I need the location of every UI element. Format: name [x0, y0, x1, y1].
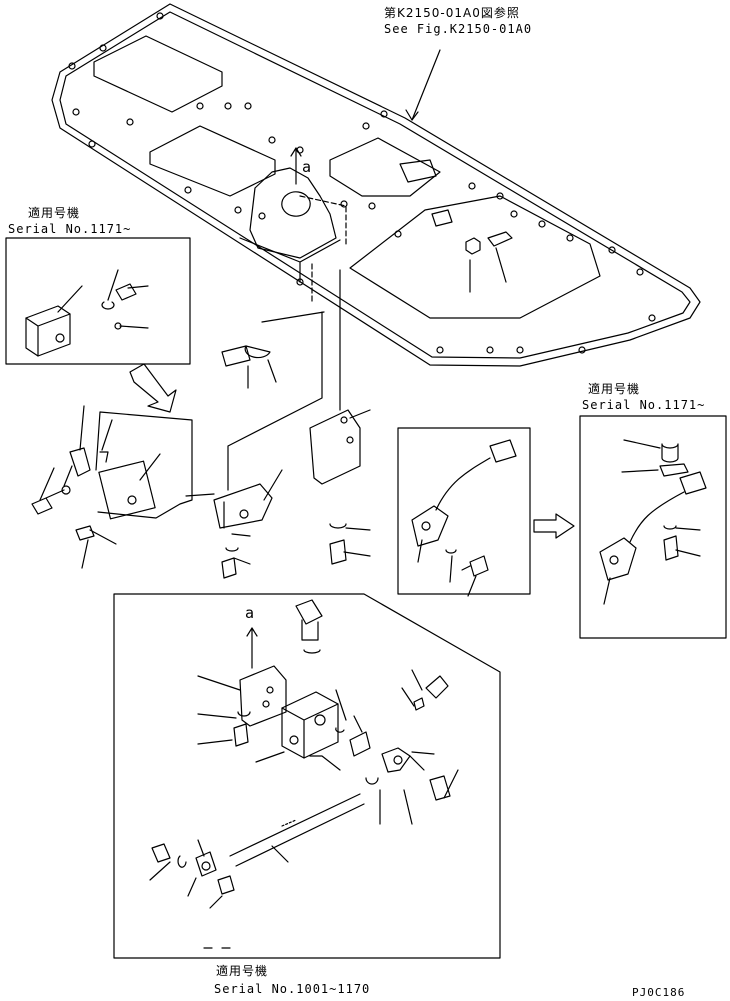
inset-box-right	[579, 415, 727, 639]
inset-right-serial: Serial No.1171~	[582, 398, 706, 412]
inset-right-jp: 適用号機	[588, 382, 641, 396]
center-sensor-box	[397, 427, 531, 597]
reference-label-en: See Fig.K2150-01A0	[384, 22, 533, 36]
inset-lower-jp: 適用号機	[216, 964, 269, 978]
upgrade-arrow	[129, 363, 177, 413]
to-right-inset-arrow	[533, 513, 575, 539]
center-bracket	[309, 269, 371, 565]
bolt-holes	[68, 12, 656, 354]
reference-label-jp: 第K2150-01A0図参照	[384, 6, 520, 20]
lower-detail-box	[113, 593, 501, 959]
inset-box-upper-left	[5, 237, 191, 365]
inset-lower-serial: Serial No.1001~1170	[214, 982, 371, 996]
view-mark-top: a	[302, 158, 313, 176]
view-mark-lower: a	[245, 604, 256, 622]
drawing-code: PJ0C186	[632, 986, 686, 999]
inset-upper-left-serial: Serial No.1171~	[8, 222, 132, 236]
left-sensor-assembly	[31, 405, 215, 569]
inset-upper-left-jp: 適用号機	[28, 206, 81, 220]
bracket-assembly	[213, 311, 325, 579]
cover-plate	[51, 3, 701, 367]
